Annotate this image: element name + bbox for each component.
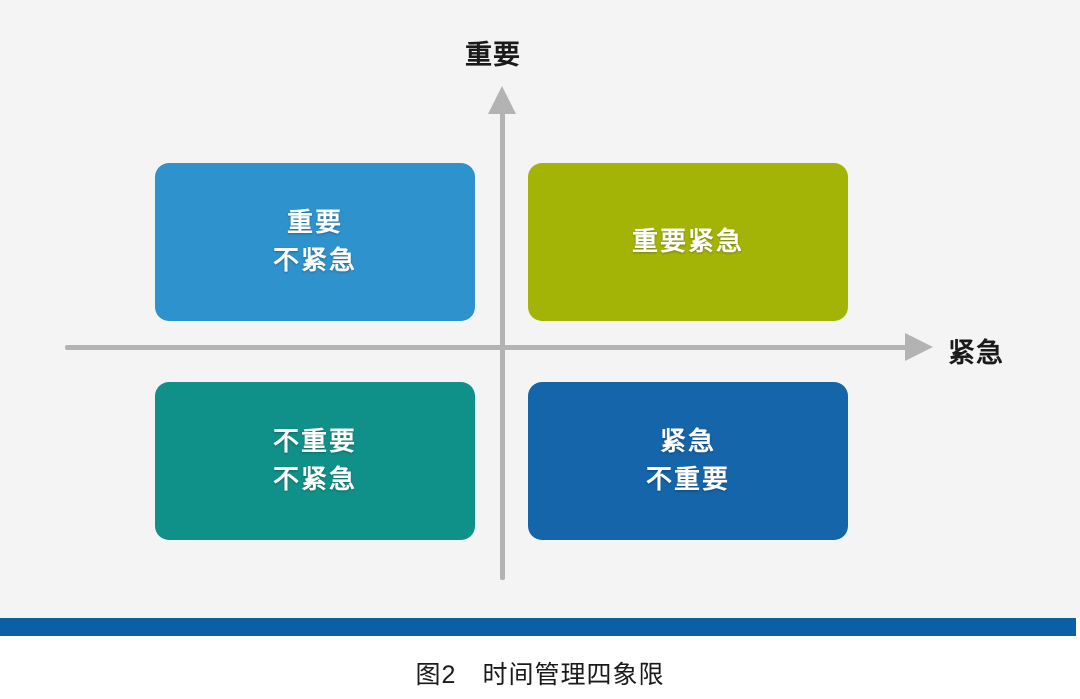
vertical-axis-label: 重要: [465, 40, 521, 70]
quadrant-label-line-1: 紧急: [659, 426, 716, 457]
figure-caption: 图2 时间管理四象限: [415, 661, 665, 689]
quadrant-not-important-not-urgent[interactable]: 不重要 不紧急: [155, 382, 484, 542]
quadrant-important-urgent[interactable]: 重要紧急: [528, 163, 857, 323]
quadrant-label-line-2: 不重要: [645, 464, 730, 494]
quadrant-label-line-1: 重要: [286, 207, 343, 238]
horizontal-axis-label: 紧急: [948, 338, 1004, 368]
horizontal-axis-line: [65, 345, 915, 350]
vertical-axis-line: [500, 110, 505, 580]
accent-divider-bar: [0, 618, 1076, 636]
quadrant-label-line-1: 不重要: [272, 426, 357, 457]
quadrant-important-not-urgent[interactable]: 重要 不紧急: [155, 163, 484, 323]
quadrant-label-line-2: 不紧急: [272, 245, 357, 275]
quadrant-label-line-1: 重要紧急: [631, 226, 744, 257]
diagram-canvas: 重要 紧急 重要 不紧急 重要紧急 不重要 不紧急 紧急 不重要: [0, 0, 1080, 618]
horizontal-axis-arrow-icon: [905, 333, 933, 361]
quadrant-urgent-not-important[interactable]: 紧急 不重要: [528, 382, 857, 542]
vertical-axis-arrow-icon: [488, 86, 516, 114]
quadrant-label-line-2: 不紧急: [272, 464, 357, 494]
